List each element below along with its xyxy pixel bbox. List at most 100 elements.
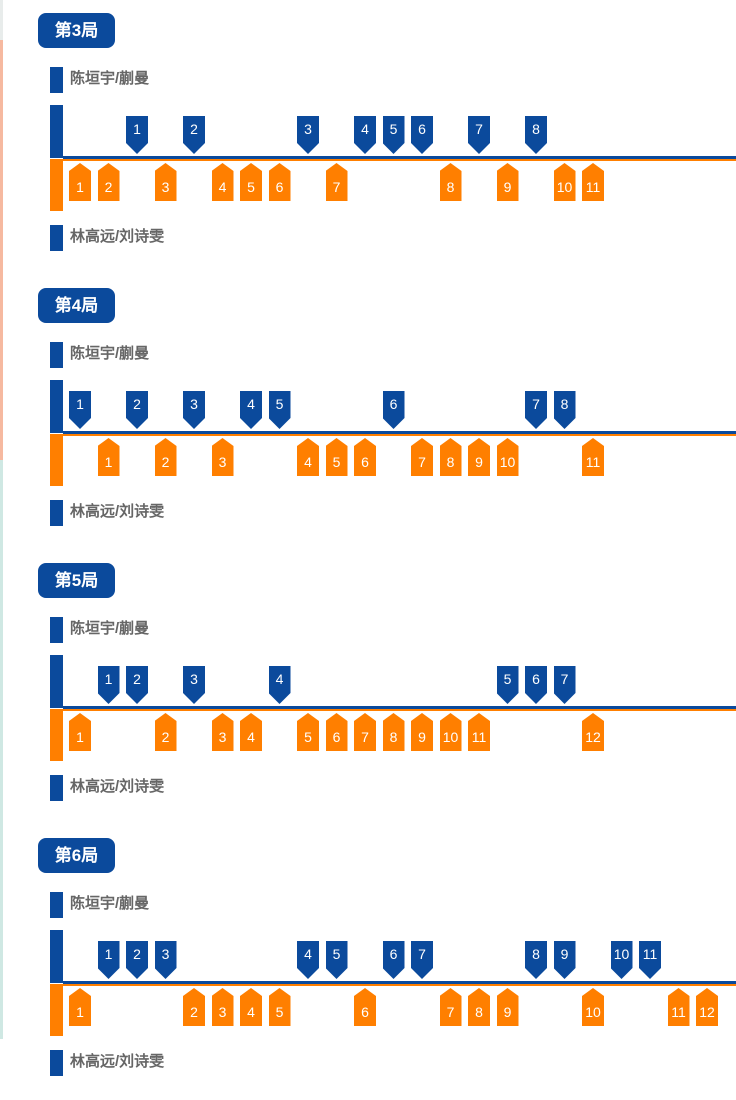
team-b-point-marker: 4 bbox=[211, 163, 234, 201]
team-a-point-marker: 1 bbox=[97, 941, 120, 979]
game-title-badge: 第3局 bbox=[38, 13, 115, 48]
game-title-badge: 第4局 bbox=[38, 288, 115, 323]
team-b-point-marker: 8 bbox=[439, 163, 462, 201]
team-a-point-marker: 5 bbox=[268, 391, 291, 429]
team-a-name: 陈垣宇/蒯曼 bbox=[70, 345, 150, 362]
game-title-badge: 第5局 bbox=[38, 563, 115, 598]
team-a-point-marker: 5 bbox=[325, 941, 348, 979]
team-a-point-marker: 8 bbox=[525, 941, 547, 979]
team-b-point-marker: 6 bbox=[354, 988, 376, 1026]
team-a-axis-bar bbox=[50, 380, 63, 433]
team-b-axis-bar bbox=[50, 434, 63, 486]
team-a-point-marker: 9 bbox=[553, 941, 576, 979]
team-a-point-marker: 7 bbox=[468, 116, 490, 154]
team-b-marker bbox=[50, 775, 63, 801]
team-b-point-marker: 12 bbox=[582, 713, 604, 751]
game-title-badge: 第6局 bbox=[38, 838, 115, 873]
team-b-axis-bar bbox=[50, 984, 63, 1036]
timeline-line-a bbox=[63, 981, 736, 984]
team-b-point-marker: 1 bbox=[97, 438, 120, 476]
team-b-name: 林高远/刘诗雯 bbox=[70, 503, 165, 520]
timeline-line-a bbox=[63, 156, 736, 159]
team-a-marker bbox=[50, 617, 63, 643]
team-b-axis-bar bbox=[50, 709, 63, 761]
team-b-point-marker: 3 bbox=[211, 438, 234, 476]
team-a-axis-bar bbox=[50, 930, 63, 983]
timeline-line-b bbox=[63, 159, 736, 161]
team-b-point-marker: 9 bbox=[496, 988, 519, 1026]
team-b-point-marker: 5 bbox=[240, 163, 262, 201]
team-a-point-marker: 7 bbox=[525, 391, 547, 429]
timeline-line-b bbox=[63, 709, 736, 711]
team-b-point-marker: 5 bbox=[325, 438, 348, 476]
team-a-point-marker: 11 bbox=[639, 941, 661, 979]
team-b-point-marker: 6 bbox=[325, 713, 348, 751]
team-b-point-marker: 7 bbox=[325, 163, 348, 201]
team-b-point-marker: 12 bbox=[696, 988, 718, 1026]
team-a-point-marker: 6 bbox=[382, 941, 405, 979]
team-a-point-marker: 4 bbox=[297, 941, 319, 979]
team-b-point-marker: 7 bbox=[411, 438, 433, 476]
team-a-point-marker: 6 bbox=[525, 666, 547, 704]
team-a-point-marker: 2 bbox=[183, 116, 205, 154]
team-b-point-marker: 1 bbox=[69, 988, 91, 1026]
timeline-line-a bbox=[63, 706, 736, 709]
team-a-name: 陈垣宇/蒯曼 bbox=[70, 620, 150, 637]
team-a-point-marker: 3 bbox=[154, 941, 177, 979]
timeline-line-b bbox=[63, 434, 736, 436]
team-b-point-marker: 11 bbox=[468, 713, 490, 751]
team-b-name: 林高远/刘诗雯 bbox=[70, 228, 165, 245]
team-a-point-marker: 4 bbox=[354, 116, 376, 154]
team-b-point-marker: 7 bbox=[439, 988, 462, 1026]
team-b-name: 林高远/刘诗雯 bbox=[70, 1053, 165, 1070]
timeline-line-b bbox=[63, 984, 736, 986]
team-a-point-marker: 3 bbox=[183, 666, 205, 704]
team-b-point-marker: 1 bbox=[69, 163, 91, 201]
team-b-marker bbox=[50, 500, 63, 526]
team-a-point-marker: 1 bbox=[126, 116, 148, 154]
team-b-point-marker: 5 bbox=[297, 713, 319, 751]
team-a-point-marker: 2 bbox=[126, 666, 148, 704]
team-b-point-marker: 8 bbox=[439, 438, 462, 476]
team-a-point-marker: 10 bbox=[610, 941, 633, 979]
team-b-point-marker: 5 bbox=[268, 988, 291, 1026]
team-b-point-marker: 3 bbox=[211, 713, 234, 751]
team-b-point-marker: 2 bbox=[154, 438, 177, 476]
team-b-marker bbox=[50, 1050, 63, 1076]
team-b-point-marker: 9 bbox=[411, 713, 433, 751]
team-b-point-marker: 7 bbox=[354, 713, 376, 751]
team-b-point-marker: 2 bbox=[97, 163, 120, 201]
left-edge-strip bbox=[0, 460, 3, 1039]
team-b-point-marker: 4 bbox=[297, 438, 319, 476]
team-a-marker bbox=[50, 342, 63, 368]
team-a-point-marker: 4 bbox=[268, 666, 291, 704]
team-a-axis-bar bbox=[50, 655, 63, 708]
team-a-point-marker: 1 bbox=[97, 666, 120, 704]
team-b-point-marker: 11 bbox=[582, 438, 604, 476]
team-b-point-marker: 3 bbox=[211, 988, 234, 1026]
team-a-point-marker: 4 bbox=[240, 391, 262, 429]
team-b-point-marker: 11 bbox=[667, 988, 690, 1026]
team-a-point-marker: 1 bbox=[69, 391, 91, 429]
team-a-point-marker: 3 bbox=[297, 116, 319, 154]
team-a-point-marker: 6 bbox=[382, 391, 405, 429]
timeline-line-a bbox=[63, 431, 736, 434]
team-b-point-marker: 10 bbox=[496, 438, 519, 476]
team-a-point-marker: 7 bbox=[411, 941, 433, 979]
team-a-name: 陈垣宇/蒯曼 bbox=[70, 895, 150, 912]
team-b-point-marker: 4 bbox=[240, 988, 262, 1026]
left-edge-strip bbox=[0, 0, 3, 40]
team-b-point-marker: 3 bbox=[154, 163, 177, 201]
team-b-point-marker: 6 bbox=[354, 438, 376, 476]
team-a-name: 陈垣宇/蒯曼 bbox=[70, 70, 150, 87]
team-b-point-marker: 1 bbox=[69, 713, 91, 751]
team-b-point-marker: 6 bbox=[268, 163, 291, 201]
team-b-point-marker: 8 bbox=[382, 713, 405, 751]
team-a-point-marker: 8 bbox=[553, 391, 576, 429]
team-a-axis-bar bbox=[50, 105, 63, 158]
team-b-point-marker: 9 bbox=[468, 438, 490, 476]
team-a-marker bbox=[50, 67, 63, 93]
